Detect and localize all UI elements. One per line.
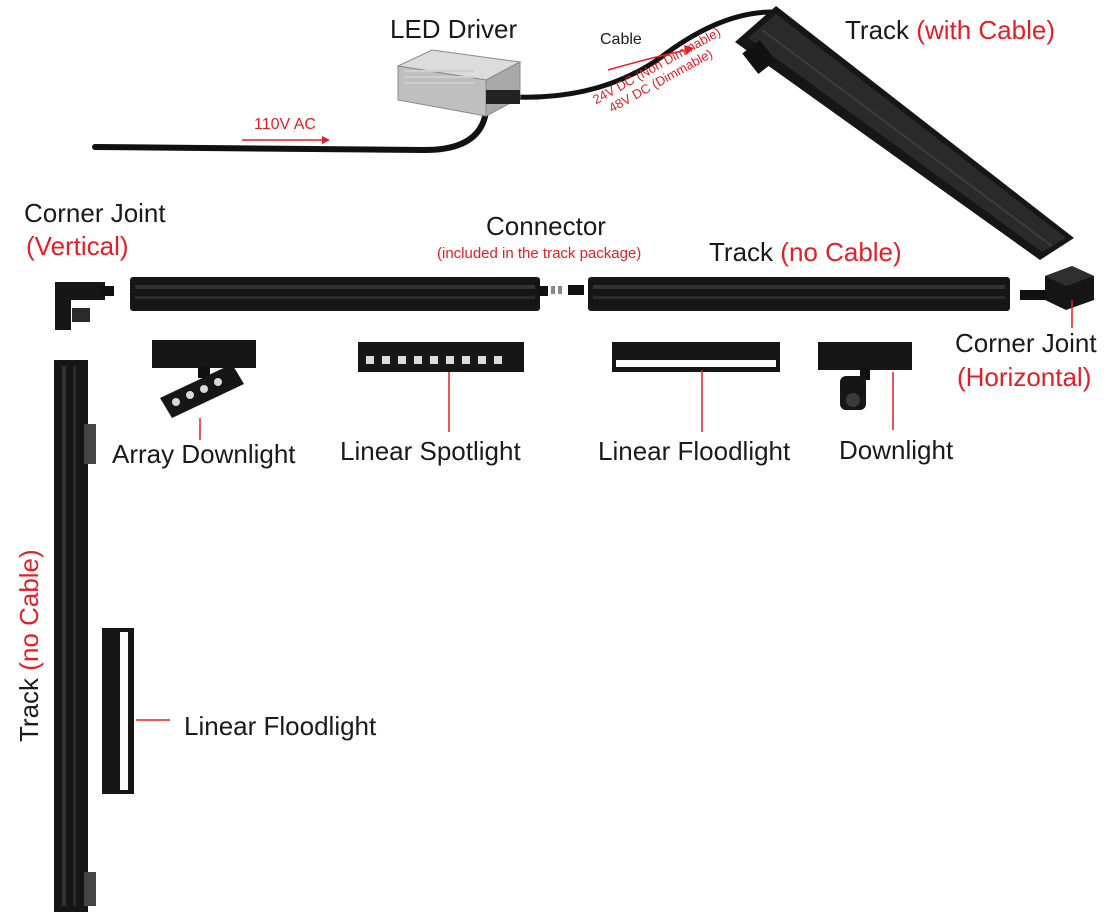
track-with-cable-label: Track (with Cable): [845, 15, 1055, 46]
callout-lines: [136, 300, 1073, 721]
linear-floodlight-top-image: [612, 342, 780, 372]
linear-spotlight-image: [358, 342, 524, 372]
linear-spotlight-label: Linear Spotlight: [340, 436, 521, 466]
connector-title: Connector: [486, 211, 606, 241]
array-downlight-label: Array Downlight: [112, 439, 296, 469]
track-with-cable-image: [735, 6, 1074, 260]
corner-joint-horizontal-note: (Horizontal): [957, 362, 1092, 392]
corner-joint-vertical-image: [55, 282, 114, 330]
track-no-cable-label: Track (no Cable): [709, 237, 902, 268]
cable-label: Cable: [600, 31, 642, 48]
led-driver-label: LED Driver: [390, 14, 518, 44]
vertical-track-label: Track (no Cable): [14, 549, 45, 742]
corner-joint-horizontal-title: Corner Joint: [955, 328, 1097, 358]
voltage-ac-label: 110V AC: [254, 116, 316, 133]
track-no-cable-note: (no Cable): [780, 237, 902, 267]
corner-joint-horizontal-image: [1020, 266, 1094, 310]
dc-arrow-line: [607, 49, 687, 71]
corner-joint-vertical-note: (Vertical): [26, 231, 129, 261]
connector-image: [551, 285, 584, 295]
linear-floodlight-top-label: Linear Floodlight: [598, 436, 791, 466]
dc-arrow-head: [684, 45, 694, 55]
led-driver-image: [396, 49, 522, 117]
ac-arrow-head: [322, 136, 330, 144]
dc-output-cable: [512, 9, 775, 100]
track-with-cable-note: (with Cable): [916, 15, 1055, 45]
vertical-track-title: Track: [14, 677, 44, 742]
connector-note: (included in the track package): [437, 245, 642, 262]
vertical-track-image: [54, 360, 96, 912]
track-right-image: [588, 277, 1010, 311]
track-no-cable-title: Track: [709, 237, 774, 267]
track-left-image: [130, 277, 548, 311]
ac-input-wire: [92, 109, 489, 154]
linear-floodlight-bottom-image: [102, 628, 134, 794]
downlight-image: [818, 342, 912, 410]
downlight-label: Downlight: [839, 435, 954, 465]
corner-joint-vertical-title: Corner Joint: [24, 198, 166, 228]
track-with-cable-title: Track: [845, 15, 910, 45]
vertical-track-note: (no Cable): [14, 549, 44, 671]
linear-floodlight-bottom-label: Linear Floodlight: [184, 711, 377, 741]
array-downlight-image: [152, 340, 256, 418]
